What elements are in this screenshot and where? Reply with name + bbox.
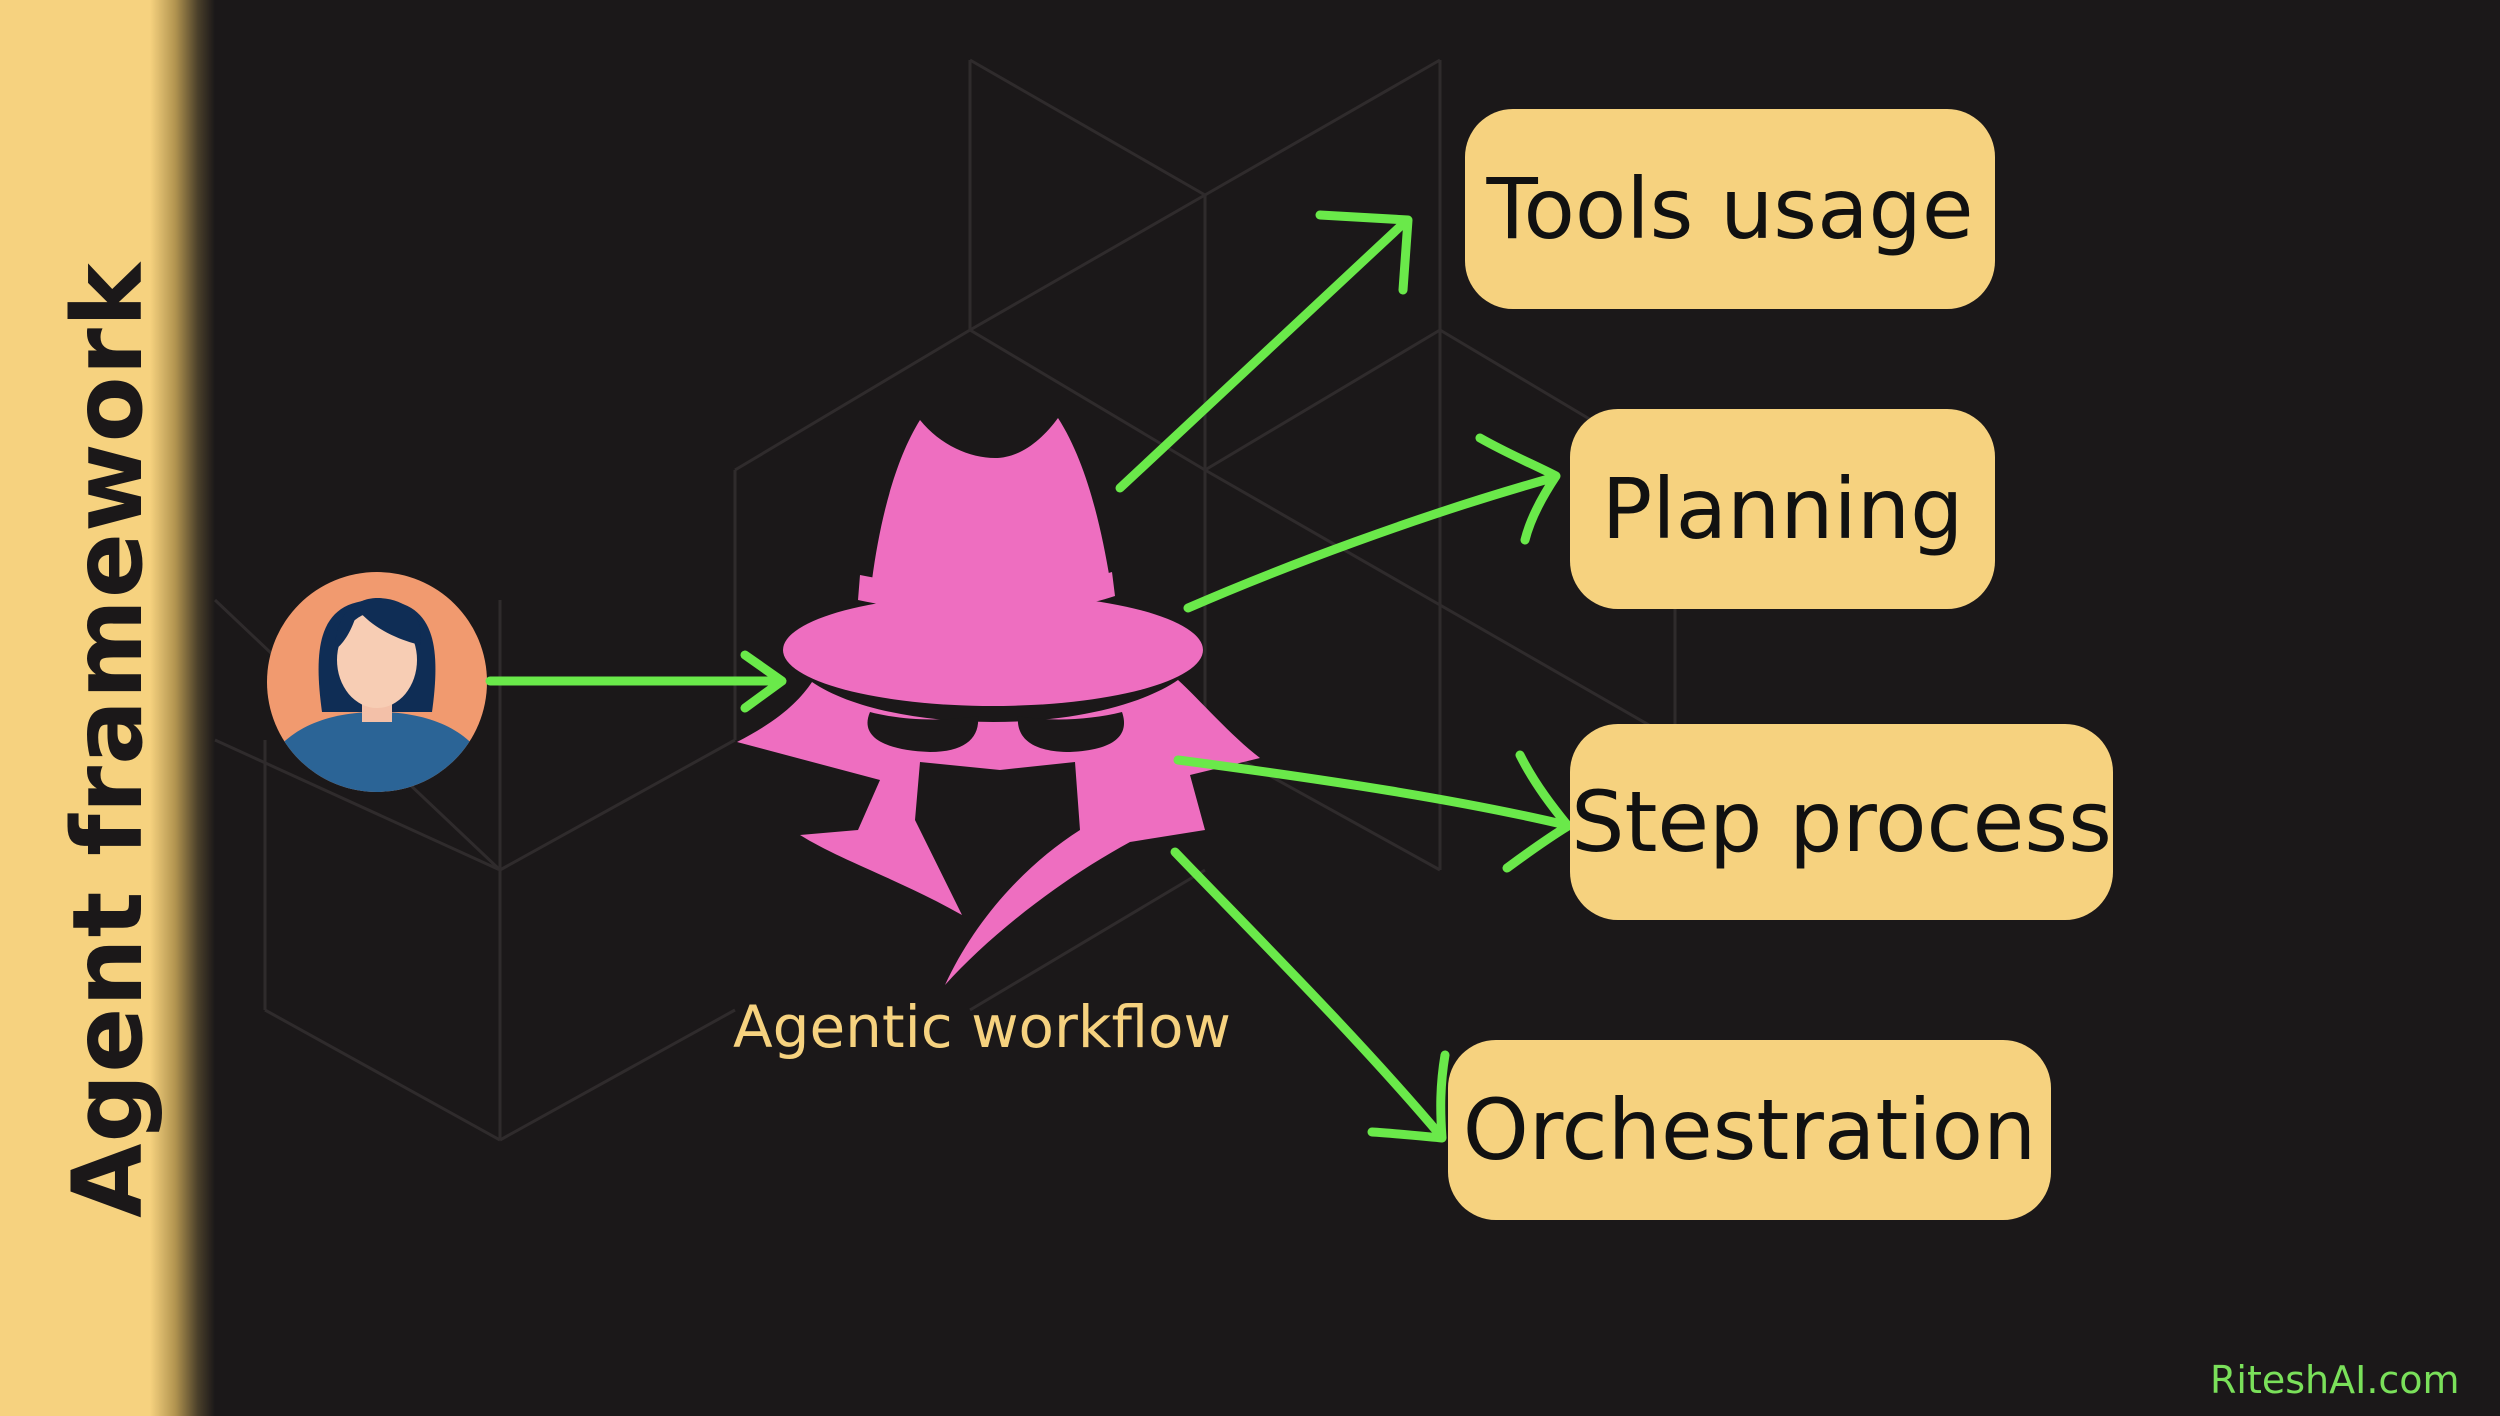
arrow-to-tools-usage xyxy=(1115,210,1413,493)
arrow-user-to-agent xyxy=(485,650,787,713)
spy-glasses xyxy=(867,712,1125,752)
watermark: RiteshAI.com xyxy=(2210,1358,2460,1402)
agent-label: Agentic workflow xyxy=(733,993,1231,1061)
background-pattern xyxy=(213,58,1677,1142)
capability-label: Planning xyxy=(1601,460,1964,558)
capability-box-planning: Planning xyxy=(1570,409,1995,609)
capability-box-step-process: Step process xyxy=(1570,724,2113,920)
spy-agent-icon xyxy=(737,418,1260,985)
capability-label: Orchestration xyxy=(1462,1081,2037,1179)
capability-box-orchestration: Orchestration xyxy=(1448,1040,2051,1220)
arrow-to-orchestration xyxy=(1170,847,1450,1143)
capability-label: Tools usage xyxy=(1486,160,1974,258)
arrow-to-planning xyxy=(1183,433,1561,613)
arrow-to-step-process xyxy=(1173,750,1573,873)
capability-label: Step process xyxy=(1571,773,2112,871)
sidebar: Agent framework xyxy=(0,0,215,1416)
arrows xyxy=(485,210,1573,1143)
user-avatar-icon xyxy=(267,572,487,792)
capability-box-tools-usage: Tools usage xyxy=(1465,109,1995,309)
